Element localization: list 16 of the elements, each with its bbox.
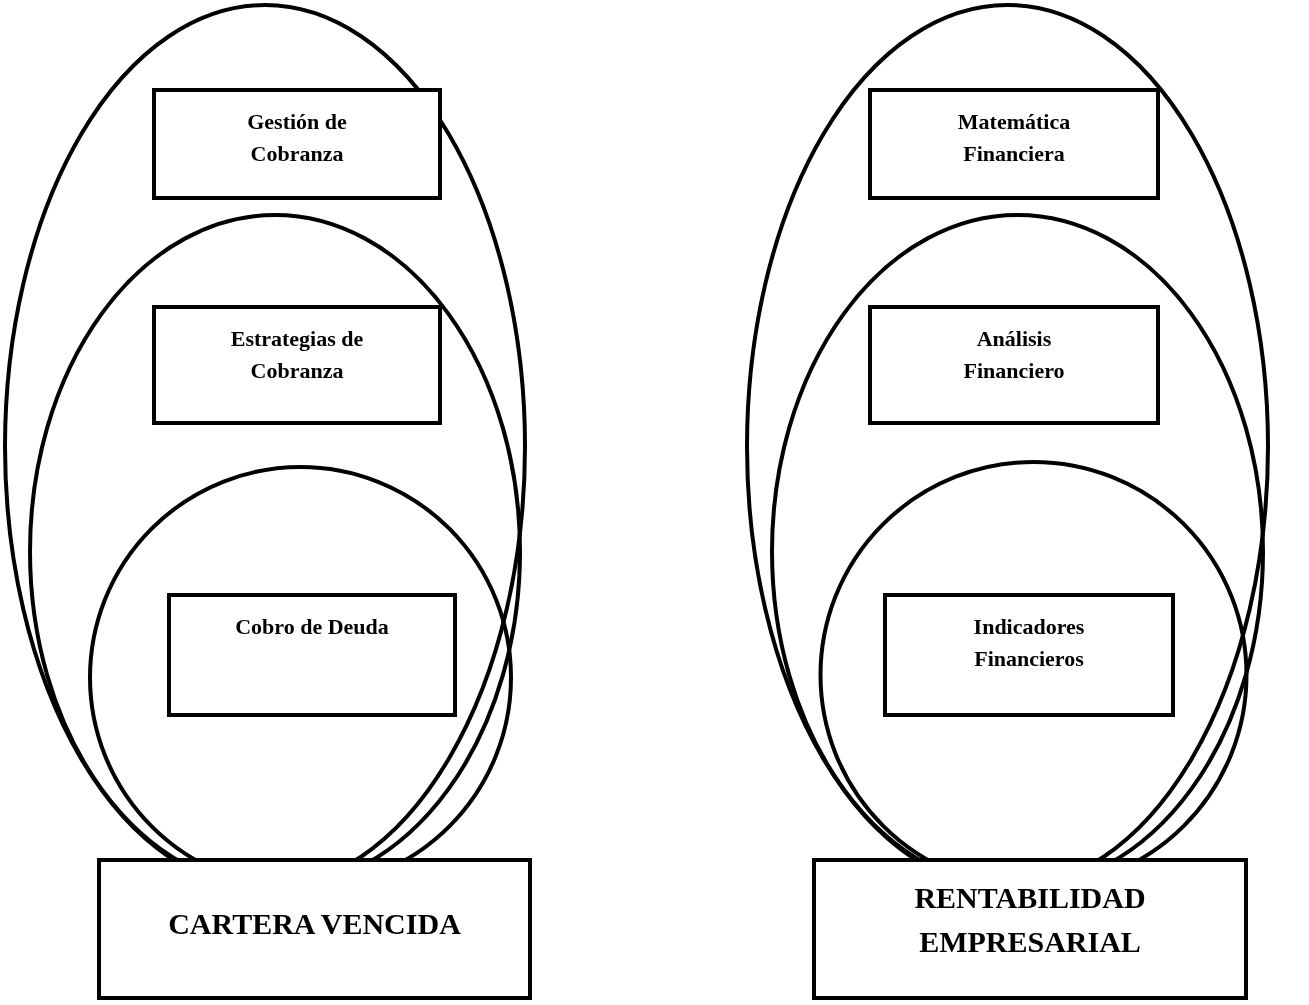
concept-box [97, 858, 532, 1000]
concept-box [167, 593, 457, 717]
box-label: RENTABILIDAD EMPRESARIAL [913, 880, 1147, 960]
concept-box [812, 858, 1248, 1000]
box-label: Gestión de Cobranza [246, 108, 348, 168]
box-label: Indicadores Financieros [972, 613, 1086, 673]
box-label: Estrategias de Cobranza [229, 325, 365, 385]
concept-box [868, 88, 1160, 200]
box-label: CARTERA VENCIDA [168, 906, 461, 943]
box-label: Cobro de Deuda [235, 613, 389, 641]
concept-box [883, 593, 1175, 717]
concept-box [152, 88, 442, 200]
box-label: Matemática Financiera [956, 108, 1072, 168]
box-label: Análisis Financiero [962, 325, 1066, 385]
concept-box [868, 305, 1160, 425]
concept-box [152, 305, 442, 425]
